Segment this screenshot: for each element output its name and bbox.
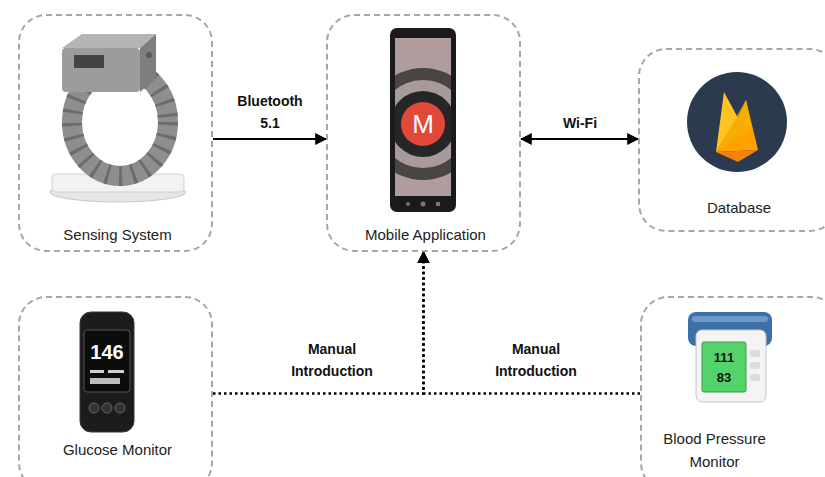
node-caption: Database	[640, 196, 825, 219]
edge-label: Wi-Fi	[548, 112, 612, 134]
database-box: Database	[638, 48, 825, 232]
glucose-reading: 146	[90, 342, 123, 362]
edge-label: Manual Introduction	[482, 338, 590, 382]
database-logo	[687, 72, 787, 172]
app-logo-letter: M	[412, 111, 434, 137]
solid-arrow	[213, 138, 326, 140]
edge-label: Manual Introduction	[278, 338, 386, 382]
glucose-meter	[80, 312, 134, 432]
edge-label: Bluetooth 5.1	[226, 90, 314, 134]
dotted-arrow	[213, 252, 424, 394]
diastolic-reading: 83	[717, 371, 731, 384]
node-caption: Mobile Application	[328, 223, 523, 246]
wearable-sensor	[50, 34, 186, 202]
solid-arrow	[521, 138, 638, 140]
dotted-arrow	[424, 252, 641, 394]
sensing-box: Sensing System	[18, 14, 213, 252]
blood-pressure-monitor	[688, 312, 772, 402]
node-caption: Blood Pressure Monitor	[642, 427, 787, 473]
systolic-reading: 111	[714, 351, 734, 364]
pressure-box: Blood Pressure Monitor	[640, 296, 825, 477]
node-caption: Glucose Monitor	[20, 438, 215, 461]
glucose-box: Glucose Monitor	[18, 296, 213, 477]
node-caption: Sensing System	[20, 223, 215, 246]
phone-illustration	[367, 28, 479, 212]
